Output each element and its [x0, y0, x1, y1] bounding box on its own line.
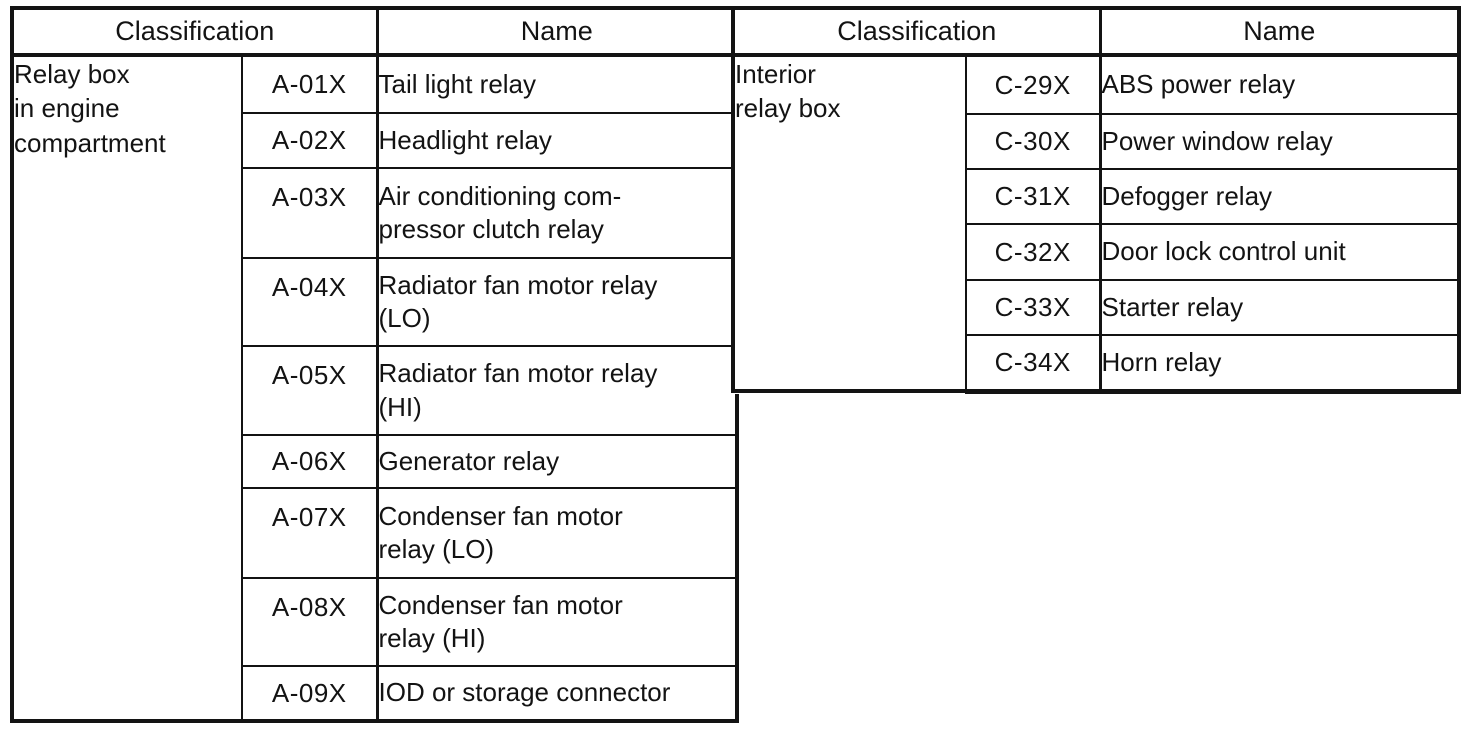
table-row: C-33X Starter relay	[733, 279, 1460, 336]
name-cell: Tail light relay	[375, 54, 738, 114]
code-cell: C-29X	[965, 54, 1101, 115]
name-header: Name	[1098, 7, 1460, 57]
code-cell: A-07X	[241, 487, 378, 579]
name-header: Name	[375, 7, 738, 57]
table-row: A-07X Condenser fan motor relay (LO)	[12, 487, 738, 579]
code-cell: A-01X	[241, 54, 378, 114]
table-row: A-02X Headlight relay	[12, 112, 738, 169]
name-cell: Horn relay	[1098, 334, 1460, 394]
name-cell: Radiator fan motor relay (HI)	[375, 345, 738, 436]
code-cell: A-06X	[241, 434, 378, 489]
name-cell: Defogger relay	[1098, 168, 1460, 225]
table-row: A-09X IOD or storage connector	[12, 665, 738, 722]
code-cell: C-30X	[965, 113, 1101, 170]
table-row: A-05X Radiator fan motor relay (HI)	[12, 345, 738, 436]
table-row: C-30X Power window relay	[733, 113, 1460, 170]
group-label: Relay box in engine compartment	[11, 54, 243, 722]
header-row: Classification Name	[11, 7, 738, 57]
name-cell: Air conditioning com- pressor clutch rel…	[375, 167, 738, 259]
code-cell: A-03X	[241, 167, 378, 259]
table-row: A-06X Generator relay	[12, 434, 738, 489]
classification-header: Classification	[11, 7, 378, 57]
interior-relay-table: Classification Name Interior relay box C…	[731, 6, 1461, 394]
table-row: Relay box in engine compartment A-01X Ta…	[11, 54, 738, 722]
code-cell: C-32X	[965, 223, 1101, 281]
header-row: Classification Name	[732, 7, 1460, 57]
engine-relay-table: Classification Name Relay box in engine …	[10, 6, 739, 723]
table-row: C-31X Defogger relay	[733, 168, 1460, 225]
name-cell: IOD or storage connector	[375, 665, 738, 722]
table-row: A-08X Condenser fan motor relay (HI)	[12, 577, 738, 667]
table-row: C-34X Horn relay	[733, 334, 1460, 394]
name-cell: Generator relay	[375, 434, 738, 489]
code-cell: C-33X	[965, 279, 1101, 336]
group-label: Interior relay box	[732, 54, 967, 392]
name-cell: Headlight relay	[375, 112, 738, 169]
table-row: Interior relay box C-29X ABS power relay	[732, 54, 1460, 392]
table-row: A-03X Air conditioning com- pressor clut…	[12, 167, 738, 259]
code-cell: A-09X	[241, 665, 378, 722]
code-cell: A-08X	[241, 577, 378, 667]
name-cell: Power window relay	[1098, 113, 1460, 170]
table-row: A-04X Radiator fan motor relay (LO)	[12, 257, 738, 347]
name-cell: ABS power relay	[1098, 54, 1460, 115]
name-cell: Starter relay	[1098, 279, 1460, 336]
classification-header: Classification	[732, 7, 1101, 57]
code-cell: C-34X	[965, 334, 1101, 394]
code-cell: A-04X	[241, 257, 378, 347]
name-cell: Condenser fan motor relay (HI)	[375, 577, 738, 667]
table-row: C-32X Door lock control unit	[733, 223, 1460, 281]
name-cell: Door lock control unit	[1098, 223, 1460, 281]
code-cell: A-05X	[241, 345, 378, 436]
code-cell: C-31X	[965, 168, 1101, 225]
code-cell: A-02X	[241, 112, 378, 169]
name-cell: Condenser fan motor relay (LO)	[375, 487, 738, 579]
name-cell: Radiator fan motor relay (LO)	[375, 257, 738, 347]
